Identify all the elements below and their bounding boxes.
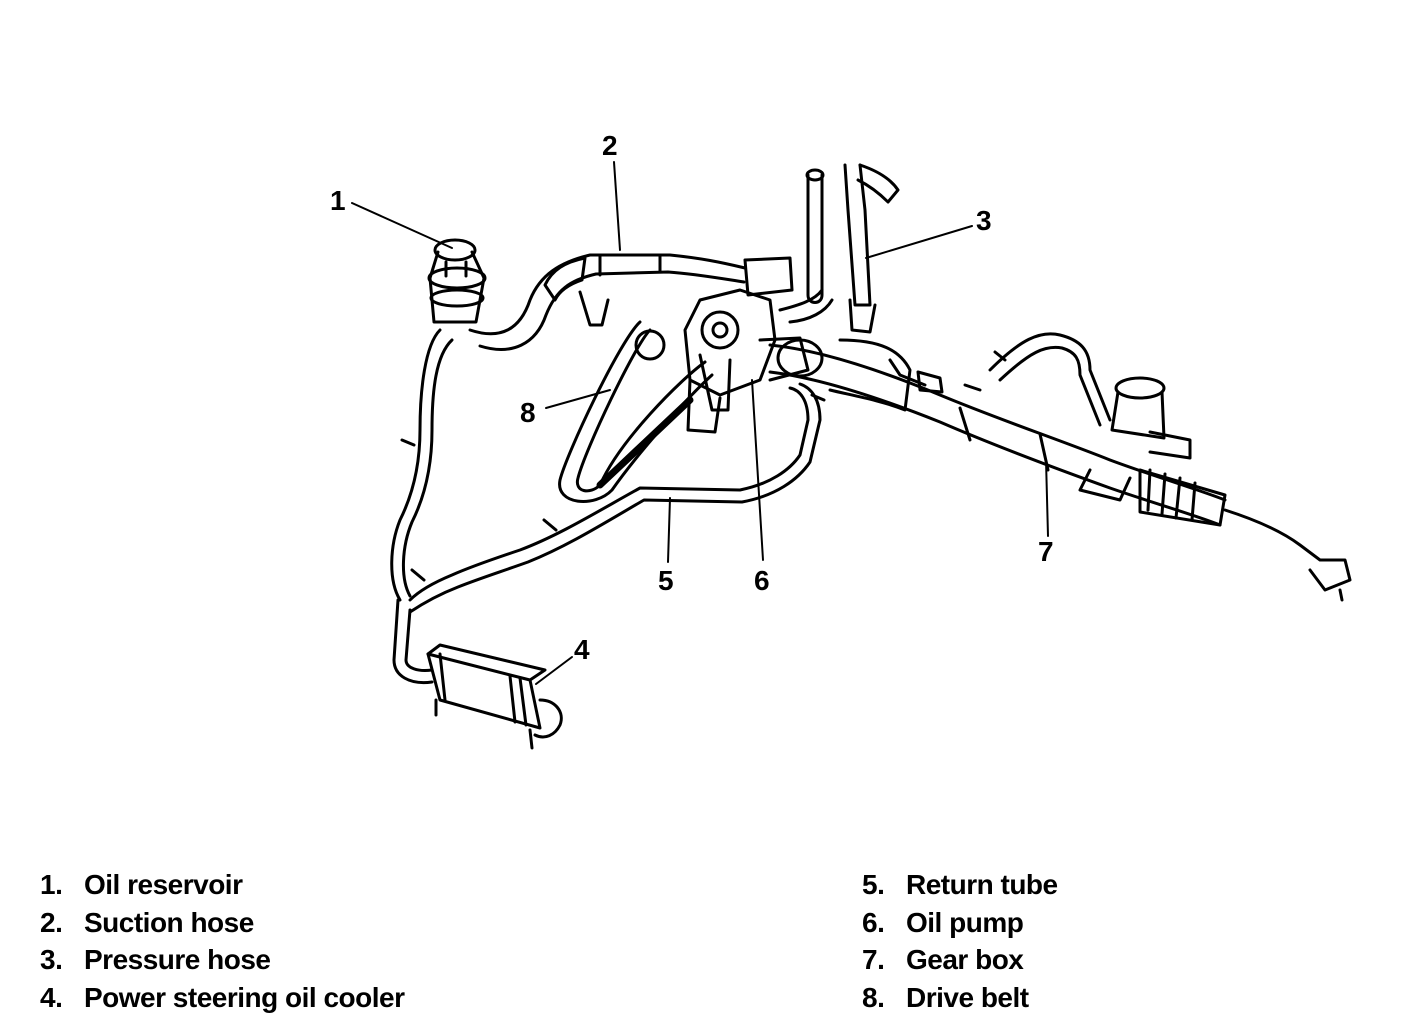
legend-number: 2.	[40, 906, 63, 938]
leader-7	[1045, 459, 1049, 537]
legend-right: 5. Return tube 6. Oil pump 7. Gear box 8. Dr…	[862, 866, 1058, 1016]
oil-pump	[683, 256, 810, 434]
leader-4	[535, 656, 573, 685]
callout-4: 4	[574, 634, 590, 665]
legend-label: Return tube	[906, 869, 1058, 900]
legend-item: 3. Pressure hose	[40, 941, 404, 979]
legend-number: 1.	[40, 869, 63, 900]
callout-6: 6	[754, 565, 770, 596]
gear-box	[768, 332, 1352, 602]
power-steering-system-diagram	[351, 161, 1352, 750]
legend-label: Oil reservoir	[84, 869, 243, 900]
legend-label: Drive belt	[906, 981, 1029, 1013]
leader-lines	[351, 161, 1049, 685]
callout-7: 7	[1038, 536, 1054, 567]
legend-number: 4.	[40, 981, 63, 1013]
leader-8	[545, 389, 611, 409]
legend-number: 6.	[862, 906, 885, 938]
leader-2	[613, 161, 621, 251]
oil-reservoir	[427, 238, 487, 324]
legend-item: 4. Power steering oil cooler	[40, 979, 405, 1017]
pressure-hose	[778, 163, 900, 334]
leader-1	[351, 202, 453, 249]
legend-number: 7.	[862, 944, 885, 975]
drive-belt	[558, 320, 714, 503]
callout-2: 2	[602, 130, 618, 161]
legend-left: 1. Oil reservoir 2. Suction hose 3. Pressur…	[40, 866, 405, 1017]
legend-label: Suction hose	[84, 906, 254, 938]
leader-6	[751, 379, 764, 561]
legend-label: Gear box	[906, 944, 1024, 975]
legend-item: 2. Suction hose	[40, 904, 404, 942]
callout-3: 3	[976, 205, 992, 236]
legend-number: 5.	[862, 869, 885, 900]
leader-5	[667, 497, 671, 563]
callout-8: 8	[520, 397, 536, 428]
callout-1: 1	[330, 185, 346, 216]
power-steering-oil-cooler	[426, 643, 563, 750]
legend-item: 6. Oil pump	[862, 904, 1058, 942]
legend-label: Oil pump	[906, 906, 1024, 938]
leader-3	[865, 225, 973, 259]
suction-hose	[468, 253, 747, 351]
legend-item: 8. Drive belt	[862, 979, 1058, 1017]
legend-item: 1. Oil reservoir	[40, 866, 404, 904]
legend-item: 5. Return tube	[862, 866, 1058, 904]
legend-label: Pressure hose	[84, 944, 271, 975]
return-tube	[390, 328, 826, 685]
legend-number: 3.	[40, 944, 63, 975]
legend-number: 8.	[862, 981, 885, 1013]
callout-5: 5	[658, 565, 674, 596]
legend-label: Power steering oil cooler	[84, 981, 405, 1013]
legend-item: 7. Gear box	[862, 941, 1058, 979]
